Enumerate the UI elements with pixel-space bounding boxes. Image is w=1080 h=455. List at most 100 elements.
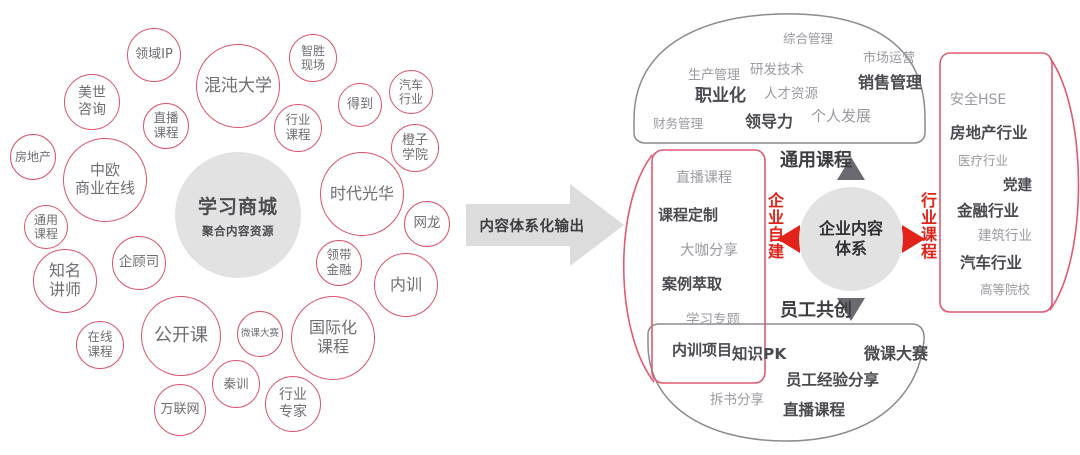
arrow-up-icon [837,157,865,180]
provider-bubble-label: 在线 课程 [87,329,113,359]
self-built-tag[interactable]: 内训项目 [672,341,733,359]
provider-bubble[interactable]: 秦训 [212,360,260,408]
provider-bubble[interactable]: 万联网 [154,384,206,436]
core-line-1: 企业内容 [818,219,883,238]
self-built-tag[interactable]: 课程定制 [658,206,719,224]
provider-bubble[interactable]: 企顾司 [112,236,166,290]
employee-cocreation-tag[interactable]: 直播课程 [783,401,846,419]
general-course-tag[interactable]: 生产管理 [688,68,741,83]
employee-cocreation-tag[interactable]: 微课大赛 [864,344,929,363]
learning-mall-bubble-cloud: 学习商城 聚合内容资源 领域IP 混沌大学 智胜 现场汽车 行业 美世 咨询直播 课程… [0,0,460,455]
provider-bubble[interactable]: 智胜 现场 [289,34,337,82]
provider-bubble-label: 网龙 [413,215,441,232]
self-built-tag[interactable]: 学习专题 [686,312,740,328]
general-course-tag[interactable]: 综合管理 [783,31,834,46]
top-panel-outline [633,13,926,144]
provider-bubble[interactable]: 公开课 [141,296,221,376]
provider-bubble-label: 混沌大学 [204,75,272,96]
provider-bubble[interactable]: 在线 课程 [76,321,124,369]
provider-bubble-label: 内训 [389,274,422,294]
provider-bubble-label: 时代光华 [329,183,394,203]
zone-label-right: 行业课程 [918,192,937,260]
arrow-shape-icon [466,184,624,266]
general-course-tag[interactable]: 个人发展 [811,107,872,125]
provider-bubble[interactable]: 通用 课程 [24,205,68,249]
provider-bubble[interactable]: 微课大赛 [237,311,283,357]
provider-bubble[interactable]: 行业 课程 [274,104,322,152]
provider-bubble[interactable]: 橙子 学院 [391,124,439,172]
industry-course-tag[interactable]: 医疗行业 [958,153,1009,168]
provider-bubble-label: 微课大赛 [240,328,279,340]
arrow-right-icon [902,225,925,253]
provider-bubble[interactable]: 混沌大学 [196,44,280,128]
core-line-2: 体系 [834,239,867,258]
provider-bubble-label: 秦训 [223,375,249,391]
employee-cocreation-tag[interactable]: 员工经验分享 [786,371,880,389]
self-built-tag[interactable]: 大咖分享 [680,243,738,259]
general-course-tag[interactable]: 领导力 [745,112,794,131]
general-course-tag[interactable]: 人才资源 [764,86,818,102]
right-panel-arc [1049,57,1080,311]
arrow-down-icon [837,298,865,321]
provider-bubble-label: 国际化 课程 [308,318,357,356]
provider-bubble-label: 通用 课程 [33,212,58,241]
enterprise-content-system-diagram: 企业内容 体系 通用课程 员工共创 企业自建 行业课程 综合管理市场运营生产管理… [620,0,1080,455]
zone-label-bottom: 员工共创 [780,300,852,321]
arrow-label: 内容体系化输出 [479,218,585,235]
general-course-tag[interactable]: 销售管理 [858,73,923,92]
left-panel-arc [622,154,655,383]
provider-bubble-label: 行业 专家 [279,387,307,420]
provider-bubble-label: 中欧 商业在线 [74,161,135,197]
provider-bubble[interactable]: 得到 [338,83,382,127]
provider-bubble[interactable]: 房地产 [10,134,56,180]
provider-bubble-label: 房地产 [14,149,51,164]
core-label: 企业内容 体系 [799,187,903,291]
self-built-tag[interactable]: 直播课程 [676,170,732,186]
provider-bubble-label: 公开课 [154,325,208,347]
provider-bubble[interactable]: 国际化 课程 [291,296,375,380]
provider-bubble[interactable]: 知名 讲师 [33,249,97,313]
provider-bubble[interactable]: 领带 金融 [316,240,362,286]
general-course-tag[interactable]: 研发技术 [750,62,804,78]
provider-bubble[interactable]: 美世 咨询 [64,74,120,130]
provider-bubble-label: 智胜 现场 [300,43,325,72]
hub-subtitle: 聚合内容资源 [202,223,274,238]
provider-bubble-label: 知名 讲师 [48,261,81,299]
provider-bubble[interactable]: 领域IP [127,28,181,82]
provider-bubble-label: 直播 课程 [153,110,179,140]
industry-course-tag[interactable]: 高等院校 [980,282,1031,297]
provider-bubble-label: 橙子 学院 [401,132,428,163]
provider-bubble-label: 行业 课程 [285,112,311,142]
provider-bubble[interactable]: 网龙 [404,201,450,247]
hub-title: 学习商城 [197,195,278,218]
zone-label-left: 企业自建 [765,192,784,260]
self-built-tag[interactable]: 案例萃取 [662,275,723,293]
employee-cocreation-tag[interactable]: 拆书分享 [710,392,764,408]
provider-bubble-label: 汽车 行业 [398,77,423,106]
industry-course-tag[interactable]: 党建 [1003,178,1032,194]
provider-bubble-label: 领域IP [135,47,173,63]
provider-bubble-label: 美世 咨询 [78,85,106,118]
provider-bubble[interactable]: 中欧 商业在线 [63,138,147,222]
industry-course-tag[interactable]: 金融行业 [957,202,1020,220]
employee-cocreation-tag[interactable]: 知识PK [732,345,787,363]
industry-course-tag[interactable]: 汽车行业 [960,254,1023,272]
industry-course-tag[interactable]: 安全HSE [950,92,1007,108]
content-output-arrow: 内容体系化输出 [466,182,626,268]
provider-bubble[interactable]: 行业 专家 [265,376,321,432]
provider-bubble-label: 领带 金融 [326,247,352,277]
general-course-tag[interactable]: 财务管理 [653,116,704,131]
industry-course-tag[interactable]: 建筑行业 [978,228,1032,244]
learning-mall-hub: 学习商城 聚合内容资源 [175,152,301,278]
provider-bubble[interactable]: 直播 课程 [143,103,189,149]
general-course-tag[interactable]: 市场运营 [863,51,916,66]
provider-bubble[interactable]: 汽车 行业 [389,70,433,114]
provider-bubble[interactable]: 内训 [374,253,438,317]
provider-bubble[interactable]: 时代光华 [320,152,404,236]
general-course-tag[interactable]: 职业化 [695,86,746,106]
provider-bubble-label: 万联网 [160,402,200,418]
industry-course-tag[interactable]: 房地产行业 [950,124,1028,142]
arrow-left-icon [777,225,800,253]
left-panel-box-outline [651,149,766,384]
